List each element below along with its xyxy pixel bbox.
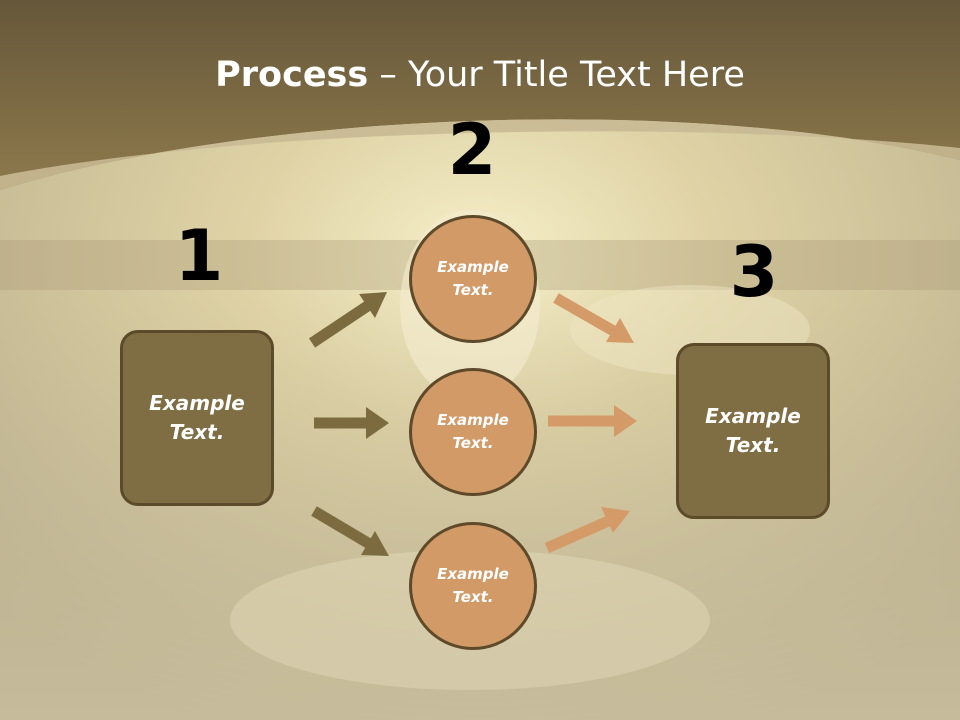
- circle-bottom-text: Example Text.: [437, 565, 509, 606]
- step-number-3: 3: [729, 231, 779, 313]
- circle-middle-text: Example Text.: [437, 411, 509, 452]
- arrow-left-down: [311, 506, 389, 556]
- step-number-1: 1: [174, 215, 224, 297]
- title-bold: Process: [215, 55, 369, 95]
- left-text-box: Example Text.: [120, 330, 274, 506]
- arrow-right-down: [553, 293, 634, 343]
- arrow-right-middle: [548, 405, 637, 437]
- arrow-left-up: [308, 292, 387, 348]
- arrow-right-up: [544, 507, 630, 554]
- right-text-box: Example Text.: [676, 343, 830, 519]
- slide-title: Process – Your Title Text Here: [0, 52, 960, 98]
- right-box-text: Example Text.: [705, 404, 801, 457]
- circle-top: Example Text.: [409, 215, 537, 343]
- title-rest: – Your Title Text Here: [368, 55, 745, 95]
- left-box-text: Example Text.: [149, 391, 245, 444]
- circle-bottom: Example Text.: [409, 522, 537, 650]
- step-number-2: 2: [447, 109, 497, 191]
- circle-middle: Example Text.: [409, 368, 537, 496]
- circle-top-text: Example Text.: [437, 258, 509, 299]
- arrow-left-middle: [314, 407, 389, 439]
